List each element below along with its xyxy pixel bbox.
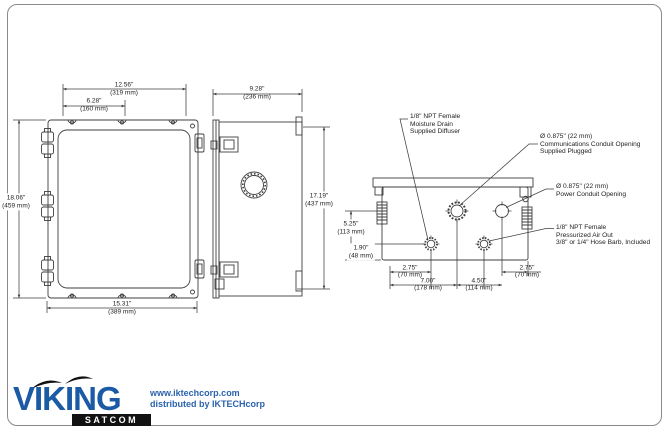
latch-screws (376, 201, 533, 230)
website-url: www.iktechcorp.com (150, 388, 240, 398)
dim-bottom-offset-left: 2.75" (70 mm) (397, 263, 423, 279)
dim-front-width-base: 15.31" (389 mm) (108, 300, 136, 315)
side-latches (210, 136, 239, 290)
distributor-line: distributed by IKTECHcorp (150, 399, 266, 409)
callout-power-conduit: Ø 0.875" (22 mm) Power Conduit Opening (556, 183, 627, 198)
bottom-view (345, 118, 554, 289)
side-view (210, 89, 330, 299)
distributor-info: www.iktechcorp.com distributed by IKTECH… (150, 388, 265, 410)
dim-bottom-span-drain: 7.00" (178 mm) (414, 276, 442, 292)
dim-front-width-half: 6.28" (160 mm) (80, 97, 108, 112)
dim-side-height: 17.19" (437 mm) (303, 191, 335, 209)
front-latches (41, 128, 54, 286)
page-border (7, 4, 662, 426)
viking-wordmark: VIKING (13, 380, 122, 417)
dim-front-width-flange: 12.56" (319 mm) (110, 81, 138, 96)
diffuser-vent (240, 171, 268, 199)
comms-conduit-hole (445, 199, 469, 223)
side-dim-lines (212, 89, 330, 290)
dim-bottom-conduit-height: 5.25" (113 mm) (335, 219, 367, 237)
moisture-drain-hole (422, 235, 440, 253)
dim-bottom-span-conduits: 4.50" (114 mm) (465, 276, 493, 292)
callout-leaders (399, 118, 554, 242)
front-dim-lines (13, 84, 198, 313)
front-view (13, 84, 205, 313)
dim-bottom-offset-right: 2.75" (70 mm) (514, 263, 540, 279)
callout-air-out: 1/8" NPT Female Pressurized Air Out 3/8"… (556, 224, 651, 247)
dim-bottom-drain-height: 1.90" (48 mm) (346, 243, 376, 261)
dim-front-height: 18.06" (459 mm) (0, 193, 32, 211)
satcom-wordmark: SATCOM (72, 414, 151, 426)
air-out-hole (475, 235, 493, 253)
power-conduit-hole (492, 201, 512, 221)
dim-side-depth: 9.28" (236 mm) (243, 85, 271, 100)
callout-comms-conduit: Ø 0.875" (22 mm) Communications Conduit … (540, 133, 641, 156)
front-hinges (194, 133, 205, 279)
callout-moisture-drain: 1/8" NPT Female Moisture Drain Supplied … (410, 113, 461, 136)
